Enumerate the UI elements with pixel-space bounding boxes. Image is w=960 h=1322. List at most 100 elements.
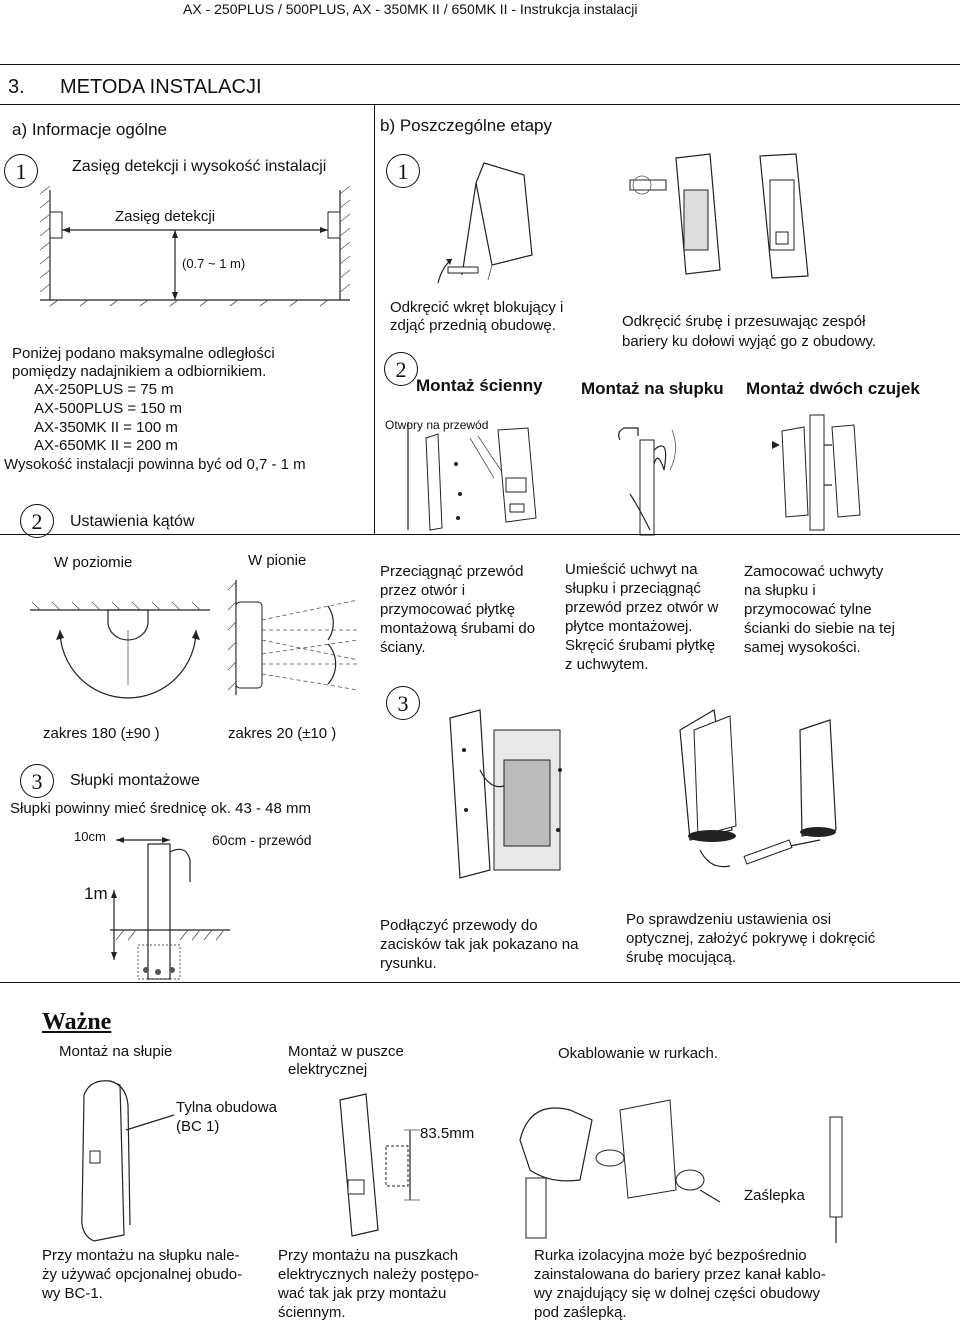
- text-line: wy znajdujący się w dolnej części obudow…: [534, 1285, 820, 1302]
- text-line: ży używać opcjonalnej obudo-: [42, 1266, 243, 1283]
- step-title: Zasięg detekcji i wysokość instalacji: [72, 158, 327, 175]
- detection-range-diagram: [39, 185, 351, 307]
- pole-mount-label: Montaż na słupie: [59, 1043, 173, 1060]
- two-sensors-illustration: [772, 414, 861, 531]
- pole-diagram: [110, 837, 230, 980]
- vertical-angle-diagram: [227, 580, 359, 695]
- back-cover-pole-illustration: [81, 1080, 175, 1242]
- text-line: Zamocować uchwyty: [744, 563, 884, 580]
- range-label: Zasięg detekcji: [115, 208, 216, 225]
- text-line: przymocować tylne: [744, 601, 872, 618]
- section-title: METODA INSTALACJI: [60, 76, 262, 98]
- text-line: Podłączyć przewody do: [380, 917, 538, 934]
- dim-1m: 1m: [84, 884, 108, 903]
- text-line: montażową śrubami do: [380, 620, 536, 637]
- horizontal-angle-diagram: [30, 601, 210, 699]
- page-header: AX - 250PLUS / 500PLUS, AX - 350MK II / …: [183, 1, 638, 17]
- horizontal-label: W poziomie: [54, 554, 133, 571]
- text-line: Po sprawdzeniu ustawienia osi: [626, 911, 832, 928]
- text-line: Przeciągnąć przewód: [380, 563, 524, 580]
- two-sensors-text: Zamocować uchwyty na słupku i przymocowa…: [744, 562, 954, 657]
- conduit-label: Okablowanie w rurkach.: [558, 1045, 719, 1062]
- column-divider: [374, 104, 375, 534]
- step-number: 1: [4, 154, 38, 188]
- text-line: pod zaślepką.: [534, 1304, 627, 1321]
- step-number: 1: [386, 154, 420, 188]
- dimension-label: 83.5mm: [420, 1125, 475, 1142]
- text-line: wy BC-1.: [42, 1285, 103, 1302]
- text-line: przymocować płytkę: [380, 601, 516, 618]
- cover-text: Po sprawdzeniu ustawienia osi optycznej,…: [626, 910, 946, 967]
- step1-text: bariery ku dołowi wyjąć go z obudowy.: [622, 333, 877, 350]
- step1-text: zdjąć przednią obudowę.: [390, 317, 556, 334]
- text-line: optycznej, założyć pokrywę i dokręcić: [626, 930, 876, 947]
- step-number: 2: [20, 504, 54, 538]
- two-sensors-title: Montaż dwóch czujek: [746, 379, 920, 398]
- steps-heading: b) Poszczególne etapy: [380, 116, 552, 135]
- remove-barrier-unit-illustration: [629, 153, 809, 279]
- text-line: Przy montażu na słupku nale-: [42, 1247, 240, 1264]
- section-number: 3.: [8, 76, 25, 98]
- text-line: samej wysokości.: [744, 639, 861, 656]
- pole-mount-illustration: [618, 427, 676, 536]
- pole-mount-title: Montaż na słupku: [581, 379, 724, 398]
- text-line: przez otwór i: [380, 582, 466, 599]
- wiring-text: Podłączyć przewody do zacisków tak jak p…: [380, 916, 610, 973]
- step1-text: Odkręcić wkręt blokujący i: [390, 299, 564, 316]
- distance-item: AX-650MK II = 200 m: [34, 437, 178, 454]
- step-number: 2: [384, 352, 418, 386]
- cable-holes-label: Otwory na przewód: [385, 418, 489, 432]
- divider: [0, 104, 960, 105]
- blank-cap-illustration: [829, 1116, 843, 1243]
- text-line: wać tak jak przy montażu: [278, 1285, 447, 1302]
- text-line: ścianki do siebie na tej: [744, 620, 895, 637]
- text-line: ściennym.: [278, 1304, 346, 1321]
- text-line: zacisków tak jak pokazano na: [380, 936, 579, 953]
- text-line: Rurka izolacyjna może być bezpośrednio: [534, 1247, 807, 1264]
- step-title: Ustawienia kątów: [70, 513, 195, 530]
- pole-mount-text: Umieścić uchwyt na słupku i przeciągnąć …: [565, 560, 743, 674]
- text-line: płytce montażowej.: [565, 618, 693, 635]
- important-title: Ważne: [42, 1009, 112, 1035]
- blank-cap-label: Zaślepka: [744, 1187, 805, 1204]
- step-number: 3: [20, 764, 54, 798]
- text-line: Umieścić uchwyt na: [565, 561, 698, 578]
- range-v: zakres 20 (±10 ): [228, 725, 337, 742]
- text-line: Skręcić śrubami płytkę: [565, 637, 716, 654]
- wall-mount-title: Montaż ścienny: [416, 376, 543, 395]
- wall-mount-illustration: [407, 422, 537, 531]
- height-label: (0.7 ~ 1 m): [182, 256, 246, 271]
- divider: [0, 64, 960, 65]
- text-line: przewód przez otwór w: [565, 599, 719, 616]
- electrical-box-illustration: [339, 1093, 420, 1237]
- distance-intro: pomiędzy nadajnikiem a odbiornikiem.: [12, 363, 267, 380]
- wall-mount-text: Przeciągnąć przewód przez otwór i przymo…: [380, 562, 560, 657]
- text-line: zainstalowana do bariery przez kanał kab…: [534, 1266, 826, 1283]
- remove-front-cover-illustration: [437, 162, 533, 284]
- text-line: rysunku.: [380, 955, 437, 972]
- distance-item: AX-500PLUS = 150 m: [34, 400, 183, 417]
- divider: [0, 982, 960, 983]
- back-cover-label: (BC 1): [176, 1118, 220, 1135]
- install-cover-illustration: [679, 709, 837, 868]
- conduit-illustration: [519, 1099, 721, 1239]
- distance-item: AX-350MK II = 100 m: [34, 419, 178, 436]
- step1-text: Odkręcić śrubę i przesuwając zespół: [622, 313, 866, 330]
- text-line: z uchwytem.: [565, 656, 649, 673]
- distance-intro: Poniżej podano maksymalne odległości: [12, 345, 275, 362]
- text-line: słupku i przeciągnąć: [565, 580, 701, 597]
- step-number: 3: [386, 686, 420, 720]
- distance-item: AX-250PLUS = 75 m: [34, 381, 174, 398]
- text-line: ściany.: [380, 639, 426, 656]
- text-line: śrubę mocującą.: [626, 949, 737, 966]
- back-cover-label: Tylna obudowa: [176, 1099, 277, 1116]
- vertical-label: W pionie: [248, 552, 307, 569]
- dim-10cm: 10cm: [74, 829, 106, 844]
- height-note: Wysokość instalacji powinna być od 0,7 -…: [4, 456, 306, 473]
- note-box-mount: Przy montażu na puszkach elektrycznych n…: [278, 1246, 518, 1322]
- dim-60cm: 60cm - przewód: [212, 832, 312, 848]
- note-pole-mount: Przy montażu na słupku nale- ży używać o…: [42, 1246, 267, 1303]
- pole-note: Słupki powinny mieć średnicę ok. 43 - 48…: [10, 800, 311, 817]
- text-line: elektrycznych należy postępo-: [278, 1266, 479, 1283]
- box-mount-label: elektrycznej: [288, 1061, 368, 1078]
